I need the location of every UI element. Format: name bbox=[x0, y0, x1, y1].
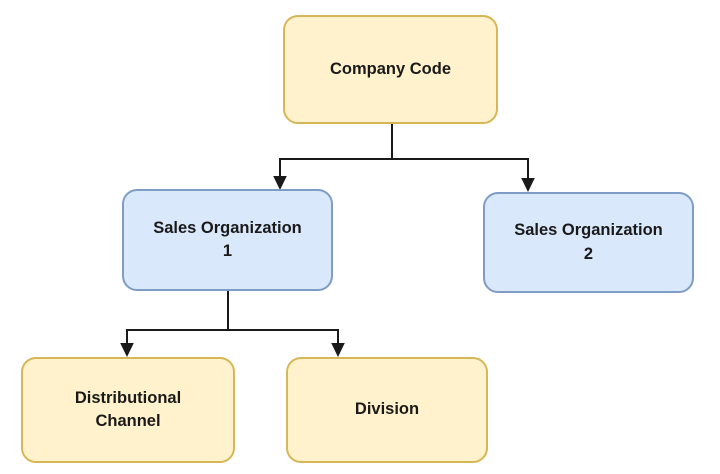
edge-company-to-sales-orgs bbox=[279, 124, 529, 180]
arrowhead-sales-organization-1 bbox=[273, 176, 287, 190]
node-distributional-channel-label: Distributional Channel bbox=[74, 388, 182, 430]
edge-salesorg1-to-children bbox=[126, 291, 339, 345]
node-sales-organization-1-label: Sales Organization 1 bbox=[153, 218, 302, 260]
node-division: Division bbox=[286, 357, 488, 463]
node-sales-organization-1: Sales Organization 1 bbox=[122, 189, 333, 291]
node-division-label: Division bbox=[354, 400, 420, 419]
node-company-code: Company Code bbox=[283, 15, 498, 124]
arrowhead-sales-organization-2 bbox=[521, 178, 535, 192]
node-distributional-channel: Distributional Channel bbox=[21, 357, 235, 463]
node-sales-organization-2-label: Sales Organization 2 bbox=[514, 221, 663, 263]
arrowhead-division bbox=[331, 343, 345, 357]
node-company-code-label: Company Code bbox=[329, 59, 451, 78]
node-sales-organization-2: Sales Organization 2 bbox=[483, 192, 694, 293]
arrowhead-distributional-channel bbox=[120, 343, 134, 357]
